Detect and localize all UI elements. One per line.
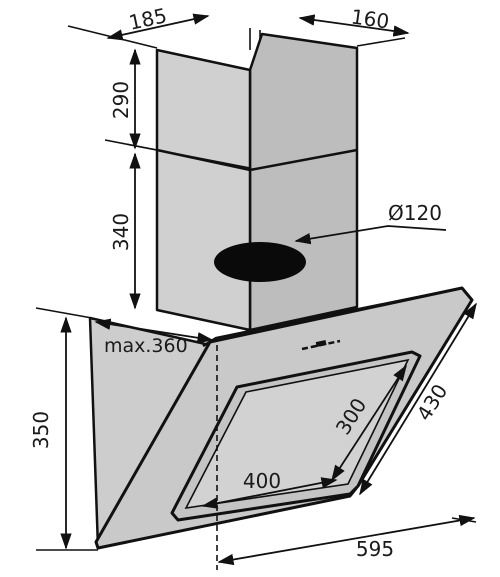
- label-chimney-depth: 160: [350, 4, 391, 33]
- control-panel: [301, 339, 341, 351]
- label-duct-diameter: Ø120: [388, 201, 442, 225]
- label-lower-chimney-height: 340: [109, 213, 133, 251]
- leader-duct-diameter: [294, 225, 447, 245]
- chimney-side-face: [248, 32, 359, 332]
- dimension-labels: 185 160 290 340 Ø120 max.360 350 430 300…: [29, 3, 452, 561]
- label-chimney-width: 185: [127, 3, 169, 34]
- duct-outlet: [214, 242, 306, 282]
- label-max-depth: max.360: [104, 335, 188, 357]
- dim-line-chimney-width: [106, 13, 210, 41]
- chimney: [155, 32, 359, 332]
- dimension-lines: [60, 13, 477, 566]
- hood-body: [88, 286, 474, 550]
- chimney-front-face: [155, 48, 252, 332]
- dim-line-filter-depth: [331, 364, 407, 482]
- label-total-width: 595: [356, 537, 394, 561]
- dim-line-chimney-depth: [298, 14, 410, 37]
- label-filter-width: 400: [243, 469, 281, 493]
- label-body-height: 350: [29, 411, 53, 449]
- dim-line-max-depth: [94, 318, 214, 344]
- dim-line-filter-width: [201, 477, 338, 509]
- label-upper-chimney-height: 290: [109, 81, 133, 119]
- dim-line-total-width: [217, 514, 476, 566]
